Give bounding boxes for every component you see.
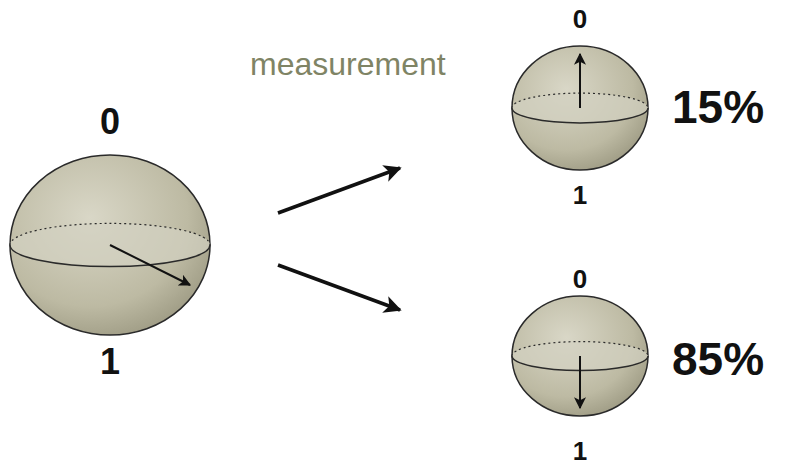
bloch-sphere: 01 [508, 266, 652, 464]
bloch-sphere: 01 [508, 6, 652, 208]
state-vector [579, 54, 581, 108]
sphere-body [512, 46, 648, 170]
equator-back [512, 342, 648, 356]
equator-front [512, 108, 648, 123]
sphere-illustration [508, 266, 652, 464]
process-label: measurement [250, 48, 446, 80]
state-vector [579, 356, 581, 408]
sphere-body [10, 155, 210, 335]
basis-label: 0 [573, 266, 587, 292]
basis-label: 0 [100, 104, 120, 140]
equator-front [10, 245, 210, 267]
basis-label: 0 [573, 6, 587, 32]
sphere-illustration [8, 104, 212, 380]
basis-label: 1 [573, 182, 587, 208]
sphere-illustration [508, 6, 652, 208]
basis-label: 1 [100, 344, 120, 380]
measurement-arrow [278, 168, 400, 213]
sphere-body [512, 296, 648, 416]
equator-back [10, 223, 210, 245]
probability-label: 85% [672, 336, 764, 382]
probability-label: 15% [672, 84, 764, 130]
bloch-sphere: 01 [8, 104, 212, 380]
measurement-arrow [278, 265, 400, 310]
state-vector [110, 245, 190, 285]
basis-label: 1 [573, 438, 587, 464]
